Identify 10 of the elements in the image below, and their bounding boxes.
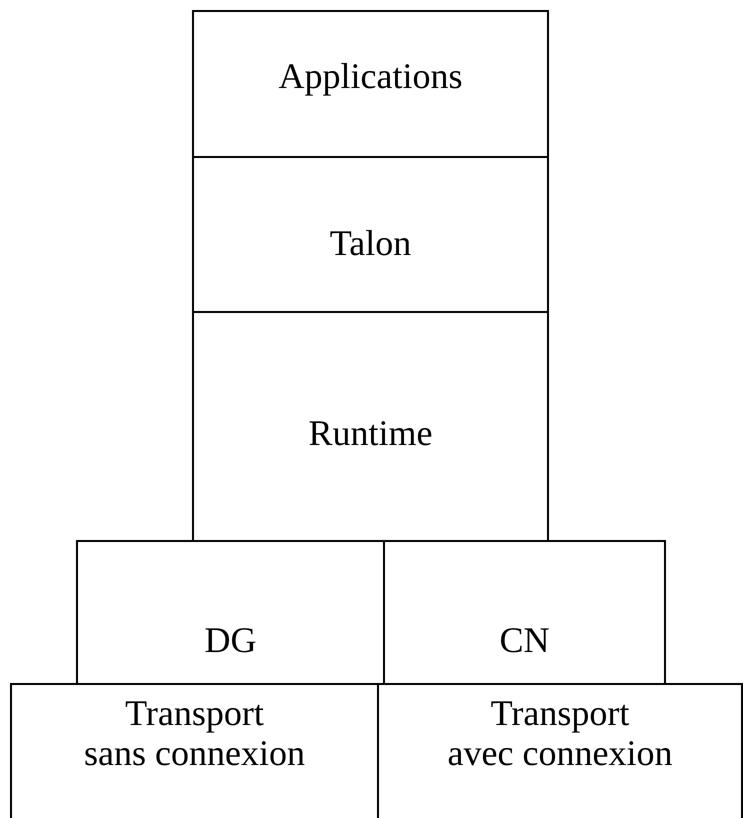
layer-label: Transport sans connexion <box>84 693 305 773</box>
layer-label: Talon <box>330 223 412 263</box>
layer-box <box>192 311 549 542</box>
layer-label: DG <box>204 620 256 660</box>
layer-label: Transport avec connexion <box>448 693 672 773</box>
layer-box <box>192 156 549 313</box>
layer-label: Applications <box>278 56 462 96</box>
layer-label: CN <box>499 620 550 660</box>
layer-box <box>192 10 549 158</box>
layer-label: Runtime <box>308 413 432 453</box>
